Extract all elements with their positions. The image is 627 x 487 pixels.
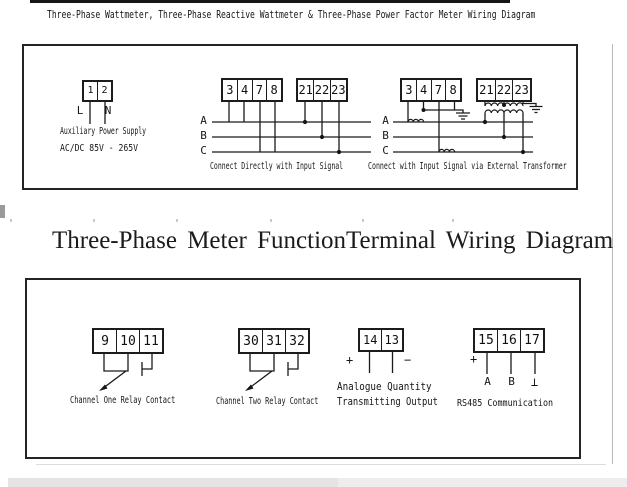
terminal-32: 32 [285, 330, 308, 352]
phase-b-label: B [382, 129, 389, 142]
scan-artifact-tick [10, 219, 12, 222]
terminal-30: 30 [243, 333, 259, 349]
analogue-caption-line2: Transmitting Output [337, 396, 457, 408]
rs485-caption-text: RS485 Communication [457, 398, 554, 409]
terminal-21: 21 [479, 83, 494, 97]
phase-c-label: C [382, 144, 389, 157]
terminal-11: 11 [139, 330, 162, 352]
terminal-22: 22 [494, 80, 513, 100]
terminal-8: 8 [266, 80, 281, 100]
terminal-4: 4 [415, 80, 431, 100]
terminal-block-aux: 1 2 [82, 80, 113, 102]
terminal-9: 9 [101, 333, 109, 349]
scan-artifact-right-line [612, 44, 613, 464]
terminal-3: 3 [405, 83, 413, 97]
relay1-caption: Channel One Relay Contact [70, 395, 180, 407]
rs485-line-b-label: B [508, 375, 515, 388]
analogue-caption-line1-text: Analogue Quantity [337, 381, 432, 393]
scan-artifact-top-bar [30, 0, 510, 3]
scan-artifact-tick [93, 219, 95, 222]
terminal-7: 7 [251, 80, 267, 100]
terminal-block-xfmr-current: 3 4 7 8 [400, 78, 462, 102]
aux-caption-line2: AC/DC 85V - 265V [60, 143, 156, 155]
terminal-block-direct-current: 3 4 7 8 [221, 78, 283, 102]
scan-artifact-bottom-bar-dark [8, 478, 338, 487]
terminal-16: 16 [497, 330, 520, 351]
terminal-23: 23 [512, 80, 530, 100]
analogue-plus-sign: + [346, 353, 354, 367]
terminal-2: 2 [97, 82, 111, 100]
page-title-text: Three-Phase Wattmeter, Three-Phase React… [47, 8, 536, 21]
aux-caption-line1-text: Auxiliary Power Supply [60, 126, 147, 137]
analogue-caption-line1: Analogue Quantity [337, 381, 444, 393]
terminal-block-xfmr-voltage: 21 22 23 [476, 78, 532, 102]
phase-a-label: A [200, 114, 207, 127]
terminal-1: 1 [87, 85, 94, 96]
phase-b-label: B [200, 129, 207, 142]
terminal-23: 23 [329, 80, 346, 100]
scan-artifact-tick [452, 219, 454, 222]
terminal-8: 8 [445, 80, 460, 100]
phase-c-label: C [200, 144, 207, 157]
terminal-10: 10 [116, 330, 139, 352]
relay2-caption: Channel Two Relay Contact [216, 396, 322, 408]
rs485-caption: RS485 Communication [457, 398, 561, 410]
terminal-3: 3 [226, 83, 234, 97]
terminal-13: 13 [380, 330, 403, 350]
terminal-7: 7 [430, 80, 446, 100]
scan-artifact-left-mark [0, 205, 5, 218]
direct-caption: Connect Directly with Input Signal [210, 161, 415, 173]
aux-caption-line1: Auxiliary Power Supply [60, 126, 192, 138]
terminal-block-relay1: 9 10 11 [92, 328, 164, 354]
terminal-14: 14 [363, 333, 378, 347]
terminal-block-rs485: 15 16 17 [473, 328, 545, 353]
neutral-label: N [104, 104, 112, 117]
terminal-block-direct-voltage: 21 22 23 [296, 78, 348, 102]
relay1-caption-text: Channel One Relay Contact [70, 395, 176, 406]
terminal-15: 15 [478, 333, 494, 348]
scan-artifact-tick [362, 219, 364, 222]
line-label: L [76, 104, 84, 117]
scan-artifact-tick [176, 219, 178, 222]
terminal-22: 22 [313, 80, 329, 100]
rs485-line-a-label: A [484, 375, 491, 388]
terminal-block-relay2: 30 31 32 [238, 328, 310, 354]
relay2-caption-text: Channel Two Relay Contact [216, 396, 319, 407]
phase-a-label: A [382, 114, 389, 127]
xfmr-caption: Connect with Input Signal via External T… [368, 161, 627, 173]
analogue-caption-line2-text: Transmitting Output [337, 396, 438, 408]
xfmr-caption-text: Connect with Input Signal via External T… [368, 161, 567, 172]
terminal-17: 17 [520, 330, 543, 351]
terminal-21: 21 [298, 83, 313, 97]
scan-artifact-rule [36, 464, 606, 465]
page-title: Three-Phase Wattmeter, Three-Phase React… [47, 8, 627, 22]
direct-caption-text: Connect Directly with Input Signal [210, 161, 344, 172]
rs485-plus-sign: + [470, 352, 478, 366]
rs485-ground-label: ⊥ [530, 375, 539, 389]
terminal-31: 31 [262, 330, 285, 352]
terminal-4: 4 [236, 80, 252, 100]
analogue-minus-sign: − [404, 353, 412, 367]
scan-artifact-tick [270, 219, 272, 222]
aux-caption-line2-text: AC/DC 85V - 265V [60, 143, 139, 154]
function-terminal-box [25, 278, 581, 459]
terminal-block-analogue: 14 13 [358, 328, 404, 352]
section-title: Three-Phase Meter FunctionTerminal Wirin… [52, 227, 614, 254]
